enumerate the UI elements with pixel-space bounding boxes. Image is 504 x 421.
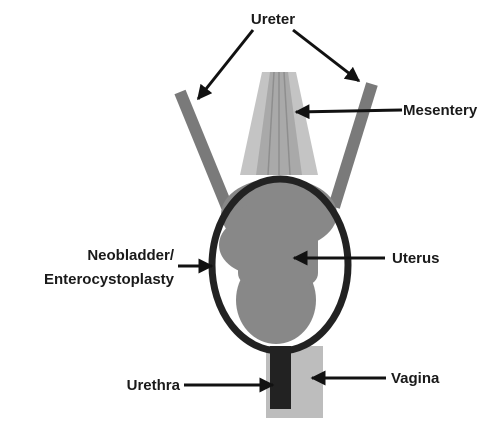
mesentery-arrow — [296, 110, 402, 112]
uterus-label: Uterus — [392, 250, 440, 267]
urethra-shape — [270, 346, 291, 409]
right-ureter-shape — [334, 84, 372, 207]
vagina-label: Vagina — [391, 370, 440, 387]
ureter-right-arrow — [293, 30, 359, 81]
mesentery-shape — [240, 72, 318, 175]
ureter-left-arrow — [198, 30, 253, 99]
neobladder-label-line2: Enterocystoplasty — [44, 271, 175, 288]
left-ureter-shape — [180, 92, 227, 207]
ureter-label: Ureter — [251, 11, 295, 28]
mesentery-label: Mesentery — [403, 102, 478, 119]
urethra-label: Urethra — [127, 377, 181, 394]
neobladder-label-line1: Neobladder/ — [87, 247, 175, 264]
